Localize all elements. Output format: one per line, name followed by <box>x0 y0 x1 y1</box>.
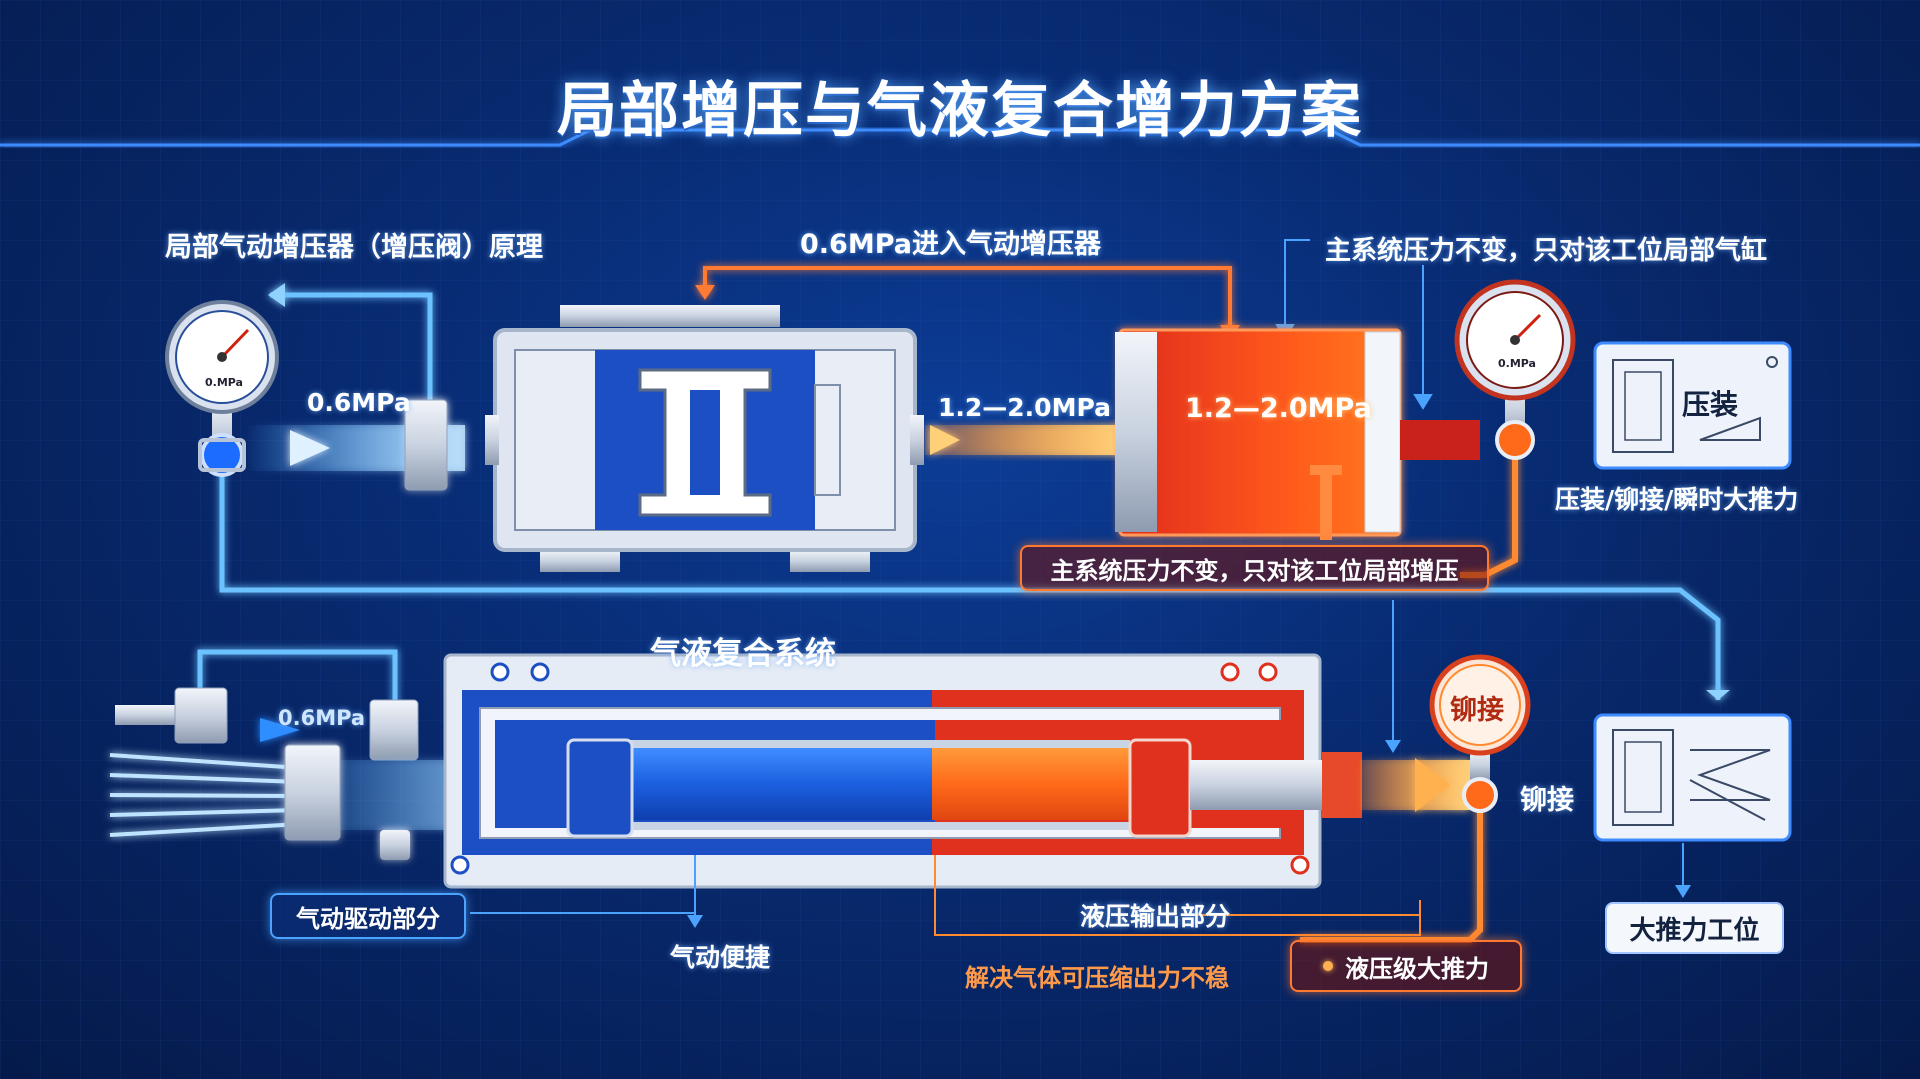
badge-dot-icon <box>1323 961 1333 971</box>
rivet-gauge-text: 铆接 <box>1450 695 1504 726</box>
page-title: 局部增压与气液复合增力方案 <box>557 76 1363 146</box>
pneumatic-booster <box>485 305 924 572</box>
rivet-label: 铆接 <box>1520 785 1574 816</box>
left-pressure-label: 0.6MPa <box>307 388 411 417</box>
hydraulic-badge: 液压级大推力 <box>1290 940 1522 992</box>
hydraulic-note: 解决气体可压缩出力不稳 <box>965 964 1229 992</box>
cylinder-pressure-label: 1.2—2.0MPa <box>1185 393 1372 424</box>
output-pressure-label: 1.2—2.0MPa <box>938 393 1111 422</box>
top-section-label: 局部气动增压器（增压阀）原理 <box>165 232 543 263</box>
hydraulic-part-label: 液压输出部分 <box>1080 902 1231 931</box>
press-card <box>1593 341 1792 470</box>
gas-liquid-cylinder <box>443 653 1362 889</box>
top-bottom-note: 主系统压力不变，只对该工位局部增压 <box>1020 545 1489 591</box>
hydraulic-badge-text: 液压级大推力 <box>1345 954 1489 983</box>
top-right-leaders <box>1275 239 1433 410</box>
title-underline <box>0 128 1920 147</box>
station-label: 大推力工位 <box>1605 902 1784 954</box>
right-gauge-text: 0.MPa <box>1498 357 1536 370</box>
top-right-note: 主系统压力不变，只对该工位局部气缸 <box>1325 236 1768 266</box>
bottom-valve-pipes <box>115 649 419 761</box>
red-booster-cylinder <box>1115 328 1480 540</box>
top-inlet-flow <box>245 399 465 491</box>
pneumatic-note: 气动便捷 <box>670 943 771 972</box>
top-blue-pipes <box>219 283 1730 700</box>
inlet-pressure-label: 0.6MPa <box>278 706 366 730</box>
input-arrow-label: 0.6MPa进入气动增压器 <box>800 229 1101 260</box>
top-output-flow <box>925 425 1125 455</box>
pneumatic-part-box: 气动驱动部分 <box>270 893 466 939</box>
left-gauge-text: 0.MPa <box>205 376 243 389</box>
press-card-label: 压装 <box>1682 388 1739 421</box>
station-card <box>1593 713 1792 898</box>
bottom-output <box>1300 600 1531 943</box>
bottom-section-label: 气液复合系统 <box>650 636 836 672</box>
press-card-caption: 压装/铆接/瞬时大推力 <box>1555 485 1799 514</box>
left-pressure-gauge <box>165 300 279 477</box>
bottom-leaders <box>470 855 1421 936</box>
